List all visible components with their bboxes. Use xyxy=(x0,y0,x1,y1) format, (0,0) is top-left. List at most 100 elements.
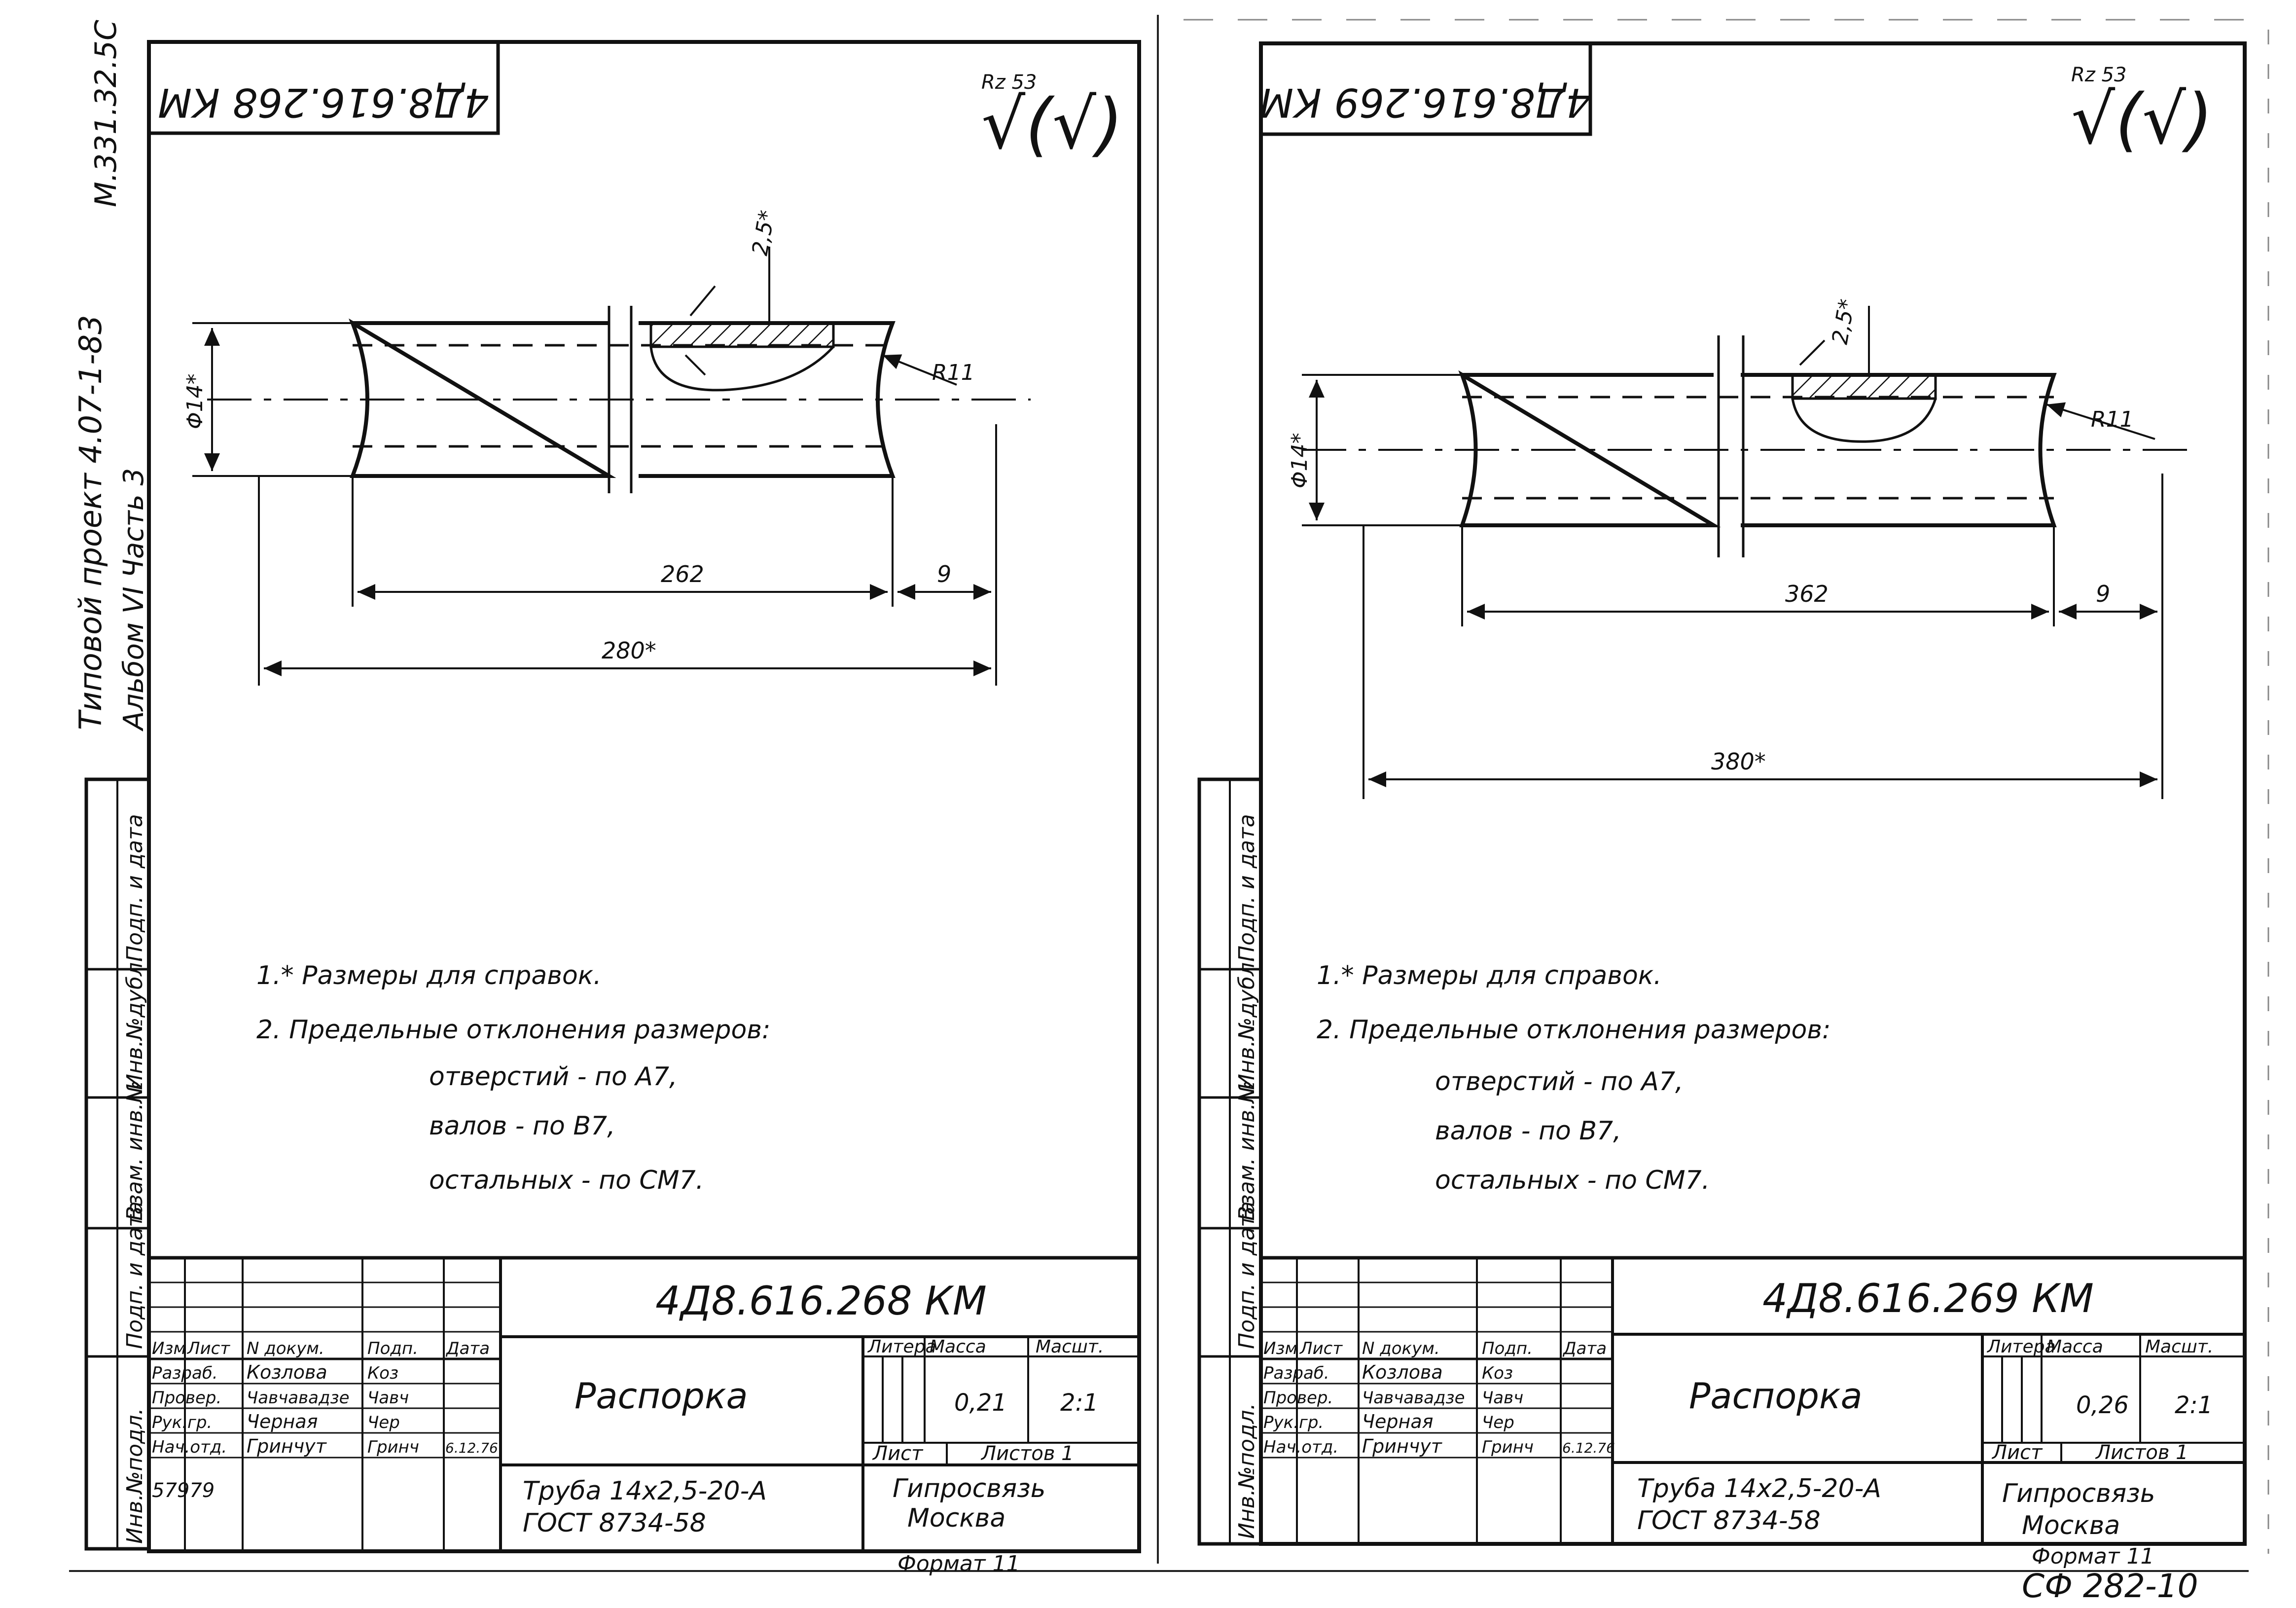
note-right-4: валов - по В7, xyxy=(1435,1116,1621,1146)
org-2: Москва xyxy=(907,1503,1005,1533)
side-label-right-inv-dup: Инв.№дубл. xyxy=(1234,955,1259,1090)
part-view-right: 2,5* Φ14* R11 362 9 380* xyxy=(1287,297,2189,799)
sheet-frame-right xyxy=(1259,41,2247,1546)
sheet-label: Лист xyxy=(872,1442,924,1465)
side-label-right-sign-date-2: Подп. и дата xyxy=(1234,814,1259,962)
sheet-269: Инв.№подл. Подп. и дата Взам. инв.№ Инв.… xyxy=(1197,41,2247,1605)
note-5: остальных - по СМ7. xyxy=(429,1166,704,1195)
roughness-symbol: √(√) xyxy=(981,84,1123,165)
part-name: Распорка xyxy=(574,1375,748,1417)
side-label-inv-dup: Инв.№дубл. xyxy=(122,955,147,1090)
role-right-checker: Провер. xyxy=(1263,1388,1333,1408)
sheet-frame xyxy=(147,40,1141,1553)
mass-label-right: Масса xyxy=(2046,1337,2103,1357)
note-right-2: 2. Предельные отклонения размеров: xyxy=(1317,1015,1831,1045)
litera-label: Литера xyxy=(867,1337,936,1357)
col-header-right-sheet: Лист xyxy=(1299,1339,1343,1358)
title-block-right: Изм Лист N докум. Подп. Дата Разраб. Коз… xyxy=(1259,1256,2247,1569)
side-label-sign-date-1: Подп. и дата xyxy=(122,1201,147,1349)
roughness-value-right: Rz 53 xyxy=(2071,64,2126,86)
side-label-replace-inv: Взам. инв.№ xyxy=(122,1080,147,1221)
role-right-developer: Разраб. xyxy=(1263,1363,1329,1383)
litera-label-right: Литера xyxy=(1986,1337,2056,1357)
col-header-change: Изм xyxy=(152,1339,186,1358)
note-right-3: отверстий - по А7, xyxy=(1435,1067,1684,1096)
dim-inner-length-right: 362 xyxy=(1785,581,1829,607)
scale-value: 2:1 xyxy=(1060,1389,1098,1417)
side-label-sign-date-2: Подп. и дата xyxy=(122,814,147,962)
sign-right-dept-head: Гринч xyxy=(1482,1437,1534,1457)
roughness-value: Rz 53 xyxy=(981,71,1037,94)
dim-chamfer-right: 9 xyxy=(2096,581,2110,607)
side-label-right-sign-date-1: Подп. и дата xyxy=(1234,1201,1259,1349)
material-1: Труба 14х2,5-20-А xyxy=(523,1476,767,1506)
date-right-dept-head: 6.12.76 xyxy=(1562,1440,1615,1456)
person-developer: Козлова xyxy=(247,1361,327,1383)
sign-group-lead: Чер xyxy=(367,1413,400,1432)
dim-radius-right: R11 xyxy=(2091,407,2134,432)
sheets-label: Листов 1 xyxy=(980,1442,1074,1465)
role-checker: Провер. xyxy=(152,1388,221,1408)
sign-right-developer: Коз xyxy=(1482,1363,1513,1383)
col-header-right-doc-no: N докум. xyxy=(1362,1339,1440,1358)
note-4: валов - по В7, xyxy=(429,1111,615,1141)
note-2: 2. Предельные отклонения размеров: xyxy=(256,1015,771,1045)
role-developer: Разраб. xyxy=(152,1363,218,1383)
material-right-1: Труба 14х2,5-20-А xyxy=(1637,1474,1881,1503)
col-header-sheet: Лист xyxy=(186,1339,230,1358)
dim-inner-length: 262 xyxy=(661,561,704,587)
sign-dept-head: Гринч xyxy=(367,1437,419,1457)
designation: 4Д8.616.268 КМ xyxy=(655,1278,987,1324)
scale-value-right: 2:1 xyxy=(2175,1391,2213,1419)
project-line: Типовой проект 4.07-1-83 xyxy=(72,315,108,730)
scale-label-right: Масшт. xyxy=(2145,1337,2213,1357)
note-right-5: остальных - по СМ7. xyxy=(1435,1166,1710,1195)
part-view: 2,5* Φ14* R11 262 9 280* xyxy=(182,208,1031,686)
format-right: Формат 11 xyxy=(2032,1544,2154,1569)
corner-code-right: 4Д8.616.269 КМ xyxy=(1259,79,1591,125)
sheet-268: 4Д8.616.268 КМ Rz 53 √(√) 2,5* Φ14* xyxy=(147,40,1141,1576)
material-2: ГОСТ 8734-58 xyxy=(523,1508,706,1538)
mass-label: Масса xyxy=(930,1337,986,1357)
dim-total-length: 280* xyxy=(602,637,656,664)
dim-wall: 2,5* xyxy=(748,208,780,257)
role-group-lead: Рук.гр. xyxy=(152,1413,212,1432)
side-label-right-inv-orig: Инв.№подл. xyxy=(1234,1403,1259,1539)
org-right-1: Гипросвязь xyxy=(2002,1479,2155,1508)
material-right-2: ГОСТ 8734-58 xyxy=(1637,1506,1821,1535)
role-dept-head: Нач.отд. xyxy=(152,1437,227,1457)
col-header-right-date: Дата xyxy=(1562,1339,1607,1358)
sign-right-group-lead: Чер xyxy=(1482,1413,1514,1432)
mass-value-right: 0,26 xyxy=(2076,1391,2129,1419)
series-code: М.331.32.5С xyxy=(89,20,123,207)
person-right-group-lead: Черная xyxy=(1362,1411,1434,1432)
side-label-inv-orig: Инв.№подл. xyxy=(122,1408,147,1544)
dim-chamfer: 9 xyxy=(937,561,951,587)
org-1: Гипросвязь xyxy=(893,1474,1045,1503)
col-header-date: Дата xyxy=(445,1339,490,1358)
sheet-label-right: Лист xyxy=(1991,1441,2043,1464)
person-right-checker: Чавчавадзе xyxy=(1362,1388,1465,1408)
person-dept-head: Гринчут xyxy=(247,1435,327,1457)
note-right-1: 1.* Размеры для справок. xyxy=(1317,961,1662,990)
notes: 1.* Размеры для справок. 2. Предельные о… xyxy=(256,961,771,1195)
format: Формат 11 xyxy=(897,1551,1020,1576)
col-header-right-sign: Подп. xyxy=(1482,1339,1533,1358)
sheets-label-right: Листов 1 xyxy=(2095,1441,2188,1464)
corner-code: 4Д8.616.268 КМ xyxy=(158,79,489,125)
col-header-right-change: Изм xyxy=(1263,1339,1297,1358)
dim-total-length-right: 380* xyxy=(1711,748,1766,775)
footer-code: СФ 282-10 xyxy=(2022,1567,2198,1605)
col-header-doc-no: N докум. xyxy=(247,1339,324,1358)
person-checker: Чавчавадзе xyxy=(247,1388,349,1408)
role-right-group-lead: Рук.гр. xyxy=(1263,1413,1324,1432)
left-margin: М.331.32.5С Типовой проект 4.07-1-83 Аль… xyxy=(72,20,151,1551)
sign-developer: Коз xyxy=(367,1363,398,1383)
note-1: 1.* Размеры для справок. xyxy=(256,961,602,990)
col-header-sign: Подп. xyxy=(367,1339,418,1358)
dim-diameter-right: Φ14* xyxy=(1287,433,1312,488)
roughness-symbol-right: √(√) xyxy=(2071,79,2213,160)
person-right-dept-head: Гринчут xyxy=(1362,1435,1443,1457)
person-group-lead: Черная xyxy=(247,1411,318,1432)
